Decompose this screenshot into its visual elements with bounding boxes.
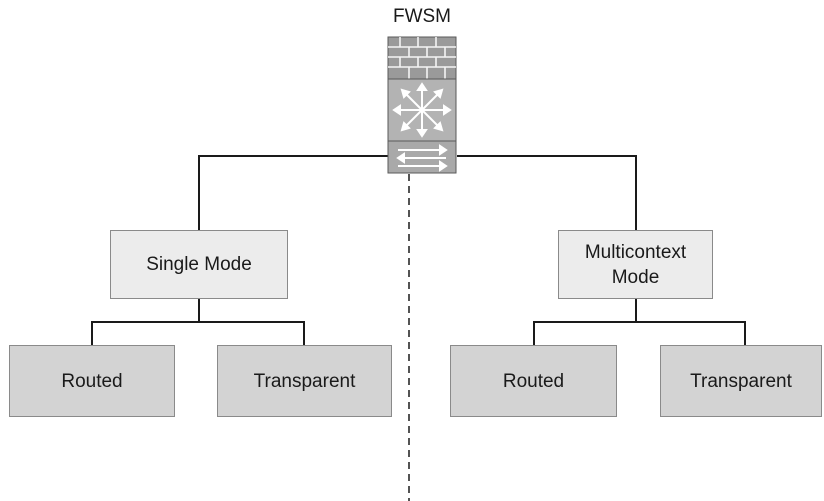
connector-lines: [91, 155, 746, 345]
device-label: FWSM: [392, 6, 452, 27]
multicontext-mode-routed-label: Routed: [502, 370, 565, 392]
single-mode-routed-label: Routed: [61, 370, 123, 392]
connector-single-mode-children: [91, 299, 305, 345]
single-mode-transparent-box: Transparent: [217, 345, 392, 417]
multicontext-mode-routed-box: Routed: [450, 345, 617, 417]
multicontext-mode-transparent-label: Transparent: [690, 370, 792, 392]
connector-device-to-single-mode: [198, 155, 388, 230]
single-mode-routed-box: Routed: [9, 345, 175, 417]
single-mode-label: Single Mode: [146, 254, 252, 275]
connector-device-to-multicontext-mode: [457, 155, 637, 230]
single-mode-box: Single Mode: [110, 230, 288, 299]
multicontext-mode-box: Multicontext Mode: [558, 230, 713, 299]
connector-multicontext-mode-children: [533, 299, 746, 345]
firewall-switch-module-icon: [387, 36, 457, 174]
multicontext-mode-transparent-box: Transparent: [660, 345, 822, 417]
single-mode-transparent-label: Transparent: [253, 370, 356, 392]
multicontext-mode-label: Multicontext Mode: [584, 241, 687, 288]
